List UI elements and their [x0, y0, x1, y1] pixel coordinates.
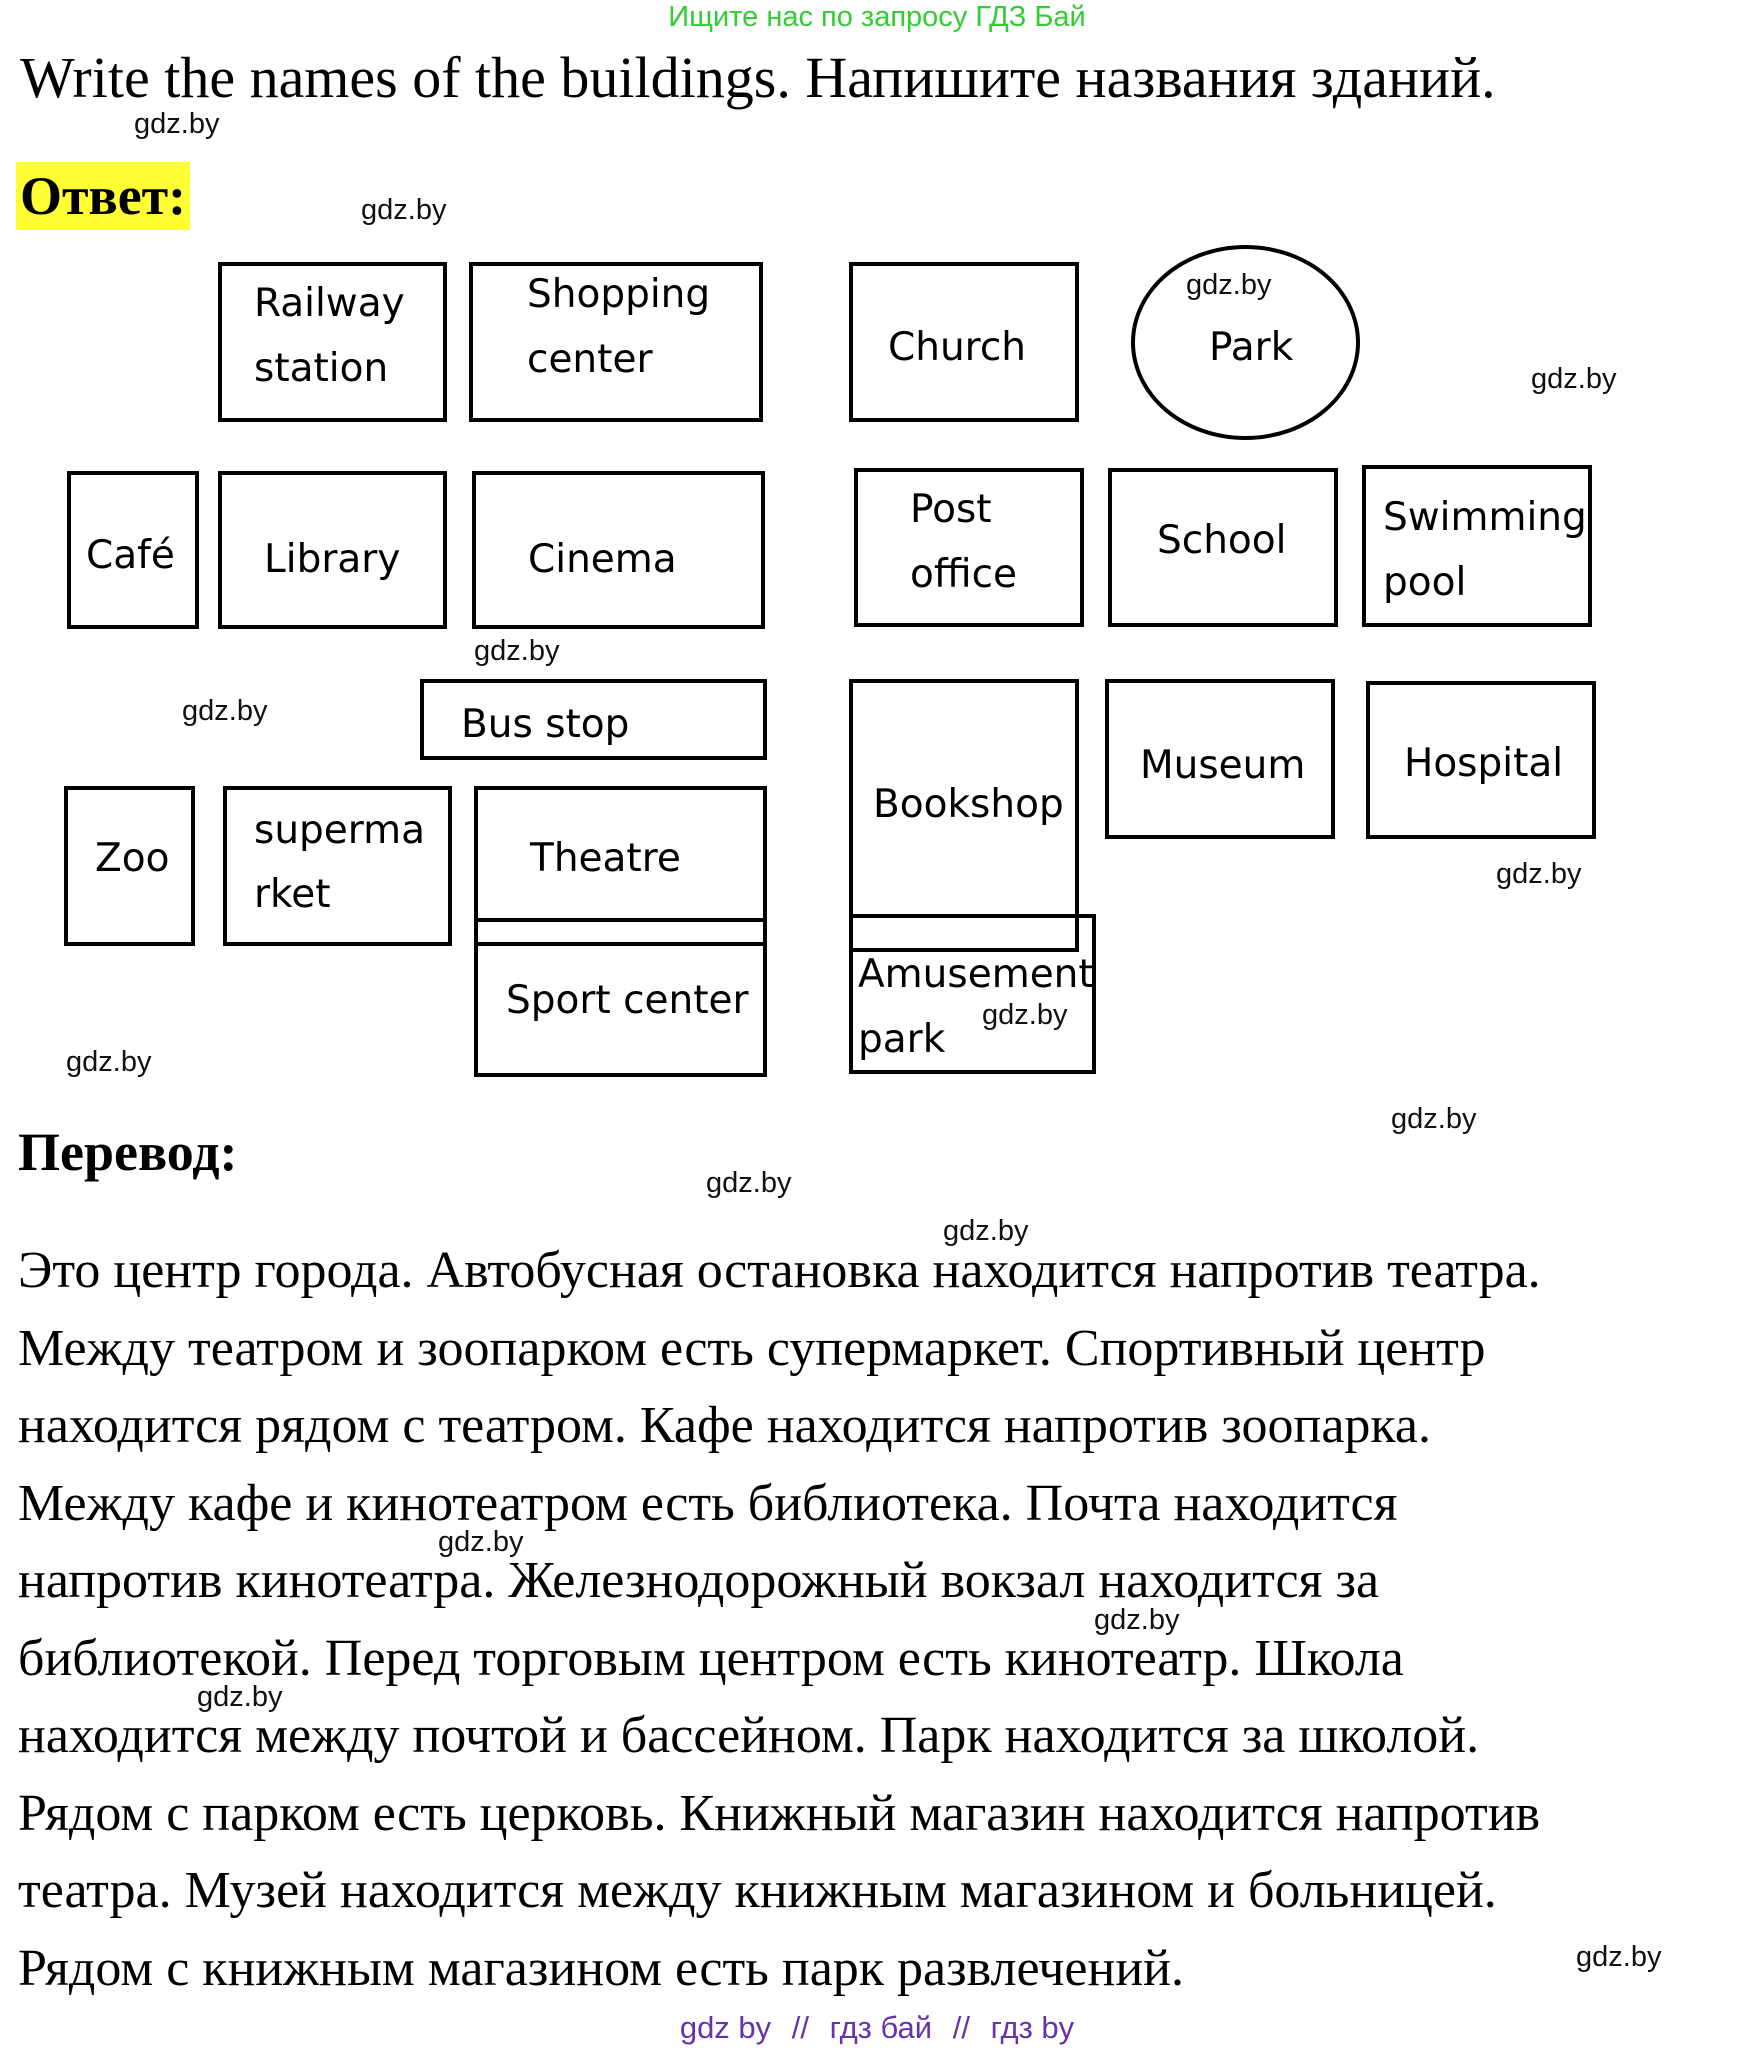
swimming-pool-box — [1362, 465, 1592, 627]
watermark: gdz.by — [197, 1681, 283, 1713]
task-title: Write the names of the buildings. Напиши… — [20, 45, 1496, 110]
translation-line: находится между почтой и бассейном. Парк… — [18, 1707, 1480, 1764]
amusement-park-label-line1: Amusement — [858, 952, 1094, 997]
railway-station-label-line1: Railway — [254, 281, 405, 326]
translation-line: Между театром и зоопарком есть супермарк… — [18, 1319, 1486, 1377]
translation-line: Это центр города. Автобусная остановка н… — [18, 1242, 1541, 1299]
post-office-label-line2: office — [910, 552, 1018, 597]
watermark: gdz.by — [706, 1167, 792, 1199]
zoo-box — [64, 786, 195, 946]
library-label: Library — [264, 537, 401, 582]
swimming-pool-label-line1: Swimming — [1383, 495, 1587, 540]
amusement-park-box — [849, 914, 1096, 1074]
shopping-center-label-line2: center — [527, 337, 653, 382]
supermarket-label-line1: superma — [254, 808, 426, 853]
footer-separator: // — [952, 2010, 970, 2045]
translation-line: библиотекой. Перед торговым центром есть… — [18, 1629, 1404, 1687]
bookshop-label: Bookshop — [873, 782, 1064, 827]
watermark: gdz.by — [1576, 1941, 1662, 1973]
railway-station-box — [218, 262, 447, 422]
hospital-label: Hospital — [1404, 741, 1564, 786]
translation-text: Это центр города. Автобусная остановка н… — [18, 1232, 1738, 2007]
theatre-box — [474, 786, 767, 946]
footer-link-gdz-bai[interactable]: гдз бай — [829, 2010, 933, 2045]
supermarket-box — [223, 786, 452, 946]
bookshop-box — [849, 679, 1079, 952]
sport-center-box — [474, 918, 767, 1077]
watermark: gdz.by — [943, 1215, 1029, 1247]
post-office-box — [854, 468, 1084, 627]
railway-station-label-line2: station — [254, 346, 389, 391]
zoo-label: Zoo — [95, 836, 170, 881]
answer-heading: Ответ: — [16, 162, 191, 230]
watermark: gdz.by — [134, 108, 220, 140]
bus-stop-label: Bus stop — [461, 702, 630, 747]
post-office-label-line1: Post — [910, 487, 992, 532]
translation-line: Между кафе и кинотеатром есть библиотека… — [18, 1474, 1398, 1532]
translation-line: Рядом с книжным магазином есть парк разв… — [18, 1939, 1184, 1997]
supermarket-label-line2: rket — [254, 872, 331, 917]
shopping-center-label-line1: Shopping — [527, 272, 711, 317]
translation-line: театра. Музей находится между книжным ма… — [18, 1862, 1497, 1919]
search-banner: Ищите нас по запросу ГДЗ Бай — [668, 1, 1086, 33]
cinema-label: Cinema — [528, 537, 677, 582]
school-box — [1108, 468, 1338, 627]
watermark: gdz.by — [1391, 1103, 1477, 1135]
amusement-park-label-line2: park — [858, 1017, 946, 1062]
cafe-label: Café — [86, 533, 175, 578]
shopping-center-box — [469, 262, 763, 422]
watermark: gdz.by — [982, 999, 1068, 1031]
bus-stop-box — [420, 679, 767, 760]
park-oval — [1131, 245, 1360, 440]
translation-line: Рядом с парком есть церковь. Книжный маг… — [18, 1784, 1541, 1842]
cafe-box — [67, 471, 199, 629]
watermark: gdz.by — [66, 1046, 152, 1078]
footer-links: gdz by // гдз бай // гдз by — [0, 2010, 1754, 2046]
school-label: School — [1157, 518, 1287, 563]
footer-link-gdz-by[interactable]: gdz by — [679, 2010, 772, 2045]
library-box — [218, 471, 447, 629]
watermark: gdz.by — [1531, 363, 1617, 395]
watermark: gdz.by — [474, 635, 560, 667]
church-box — [849, 262, 1079, 422]
swimming-pool-label-line2: pool — [1383, 560, 1467, 605]
translation-line: напротив кинотеатра. Железнодорожный вок… — [18, 1552, 1380, 1609]
watermark: gdz.by — [438, 1526, 524, 1558]
watermark: gdz.by — [1094, 1604, 1180, 1636]
hospital-box — [1366, 681, 1596, 839]
footer-link-gdz-by-ru[interactable]: гдз by — [990, 2010, 1075, 2045]
theatre-label: Theatre — [530, 836, 681, 881]
sport-center-label: Sport center — [506, 978, 749, 1023]
cinema-box — [472, 471, 765, 629]
museum-label: Museum — [1140, 743, 1306, 788]
watermark: gdz.by — [361, 194, 447, 226]
watermark: gdz.by — [1496, 858, 1582, 890]
church-label: Church — [888, 325, 1027, 370]
watermark: gdz.by — [182, 695, 268, 727]
park-label: Park — [1209, 325, 1294, 370]
translation-line: находится рядом с театром. Кафе находитс… — [18, 1397, 1431, 1454]
translation-heading: Перевод: — [18, 1122, 238, 1182]
footer-separator: // — [791, 2010, 810, 2045]
museum-box — [1105, 679, 1335, 839]
